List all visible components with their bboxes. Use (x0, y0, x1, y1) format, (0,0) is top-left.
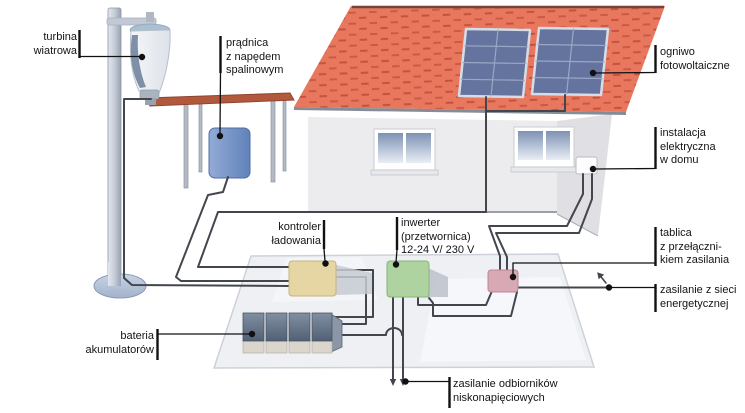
solar-panel (457, 27, 532, 99)
label-line: energetycznej (660, 297, 729, 310)
connection-dot (509, 273, 517, 281)
label-line: z przełączni- (660, 240, 722, 253)
wire-inverter-to-switchpanel-a (417, 290, 493, 306)
connection-dot (138, 53, 146, 61)
connection-dot (589, 69, 597, 77)
label-line: (przetwornica) (401, 230, 471, 243)
label-line: z napędem (226, 50, 281, 63)
battery-cell (288, 312, 311, 354)
battery-cell (242, 312, 265, 354)
label-line: ogniwo (660, 46, 695, 58)
grid-arrow-icon (597, 272, 607, 284)
down-arrow-icon (389, 379, 397, 386)
turbine-axle (146, 12, 154, 22)
solar-panel (530, 26, 610, 97)
label-pv-cell: ogniwo fotowoltaiczne (660, 46, 730, 73)
wire-generator-to-controller (175, 176, 290, 282)
wire-house-to-switchpanel-a (488, 173, 584, 272)
label-line: spalinowym (226, 64, 284, 77)
connection-dot (392, 261, 400, 268)
inverter-shadow (428, 268, 448, 297)
wire-house-to-switchpanel-b (495, 173, 593, 272)
turbine-blade (130, 35, 146, 88)
label-line: prądnica (226, 37, 269, 49)
turbine-mast (107, 7, 122, 287)
table-leg (198, 103, 203, 173)
label-leaders (78, 30, 657, 408)
wind-turbine (93, 7, 171, 299)
battery-cell (311, 312, 333, 354)
turbine-hub-lower (145, 98, 156, 105)
label-line: tablica (660, 227, 692, 239)
label-line: ładowania (271, 234, 321, 247)
battery-cell (265, 312, 288, 354)
window (370, 128, 439, 176)
leader-line (219, 72, 222, 134)
label-line: akumulatorów (85, 343, 154, 356)
label-charge-controller: kontroler ładowania (252, 221, 321, 248)
platform-highlight (420, 277, 586, 362)
turbine-hub (139, 89, 160, 100)
wire-turbine-to-controller (123, 98, 290, 287)
generator-box (208, 127, 251, 179)
leader-line (512, 262, 655, 274)
leader-line (323, 248, 326, 262)
label-line: inwerter (401, 217, 441, 229)
label-generator: prądnica z napędem spalinowym (226, 37, 283, 78)
label-wind-turbine: turbina wiatrowa (8, 31, 77, 58)
label-line: kontroler (278, 221, 321, 233)
connection-dot (589, 165, 597, 173)
table-leg (183, 102, 189, 189)
connection-dot (605, 284, 613, 291)
turbine-mast-foot (108, 262, 121, 286)
leader-line (395, 249, 398, 263)
table-leg (270, 99, 276, 183)
label-line: elektryczna (660, 140, 716, 153)
window (510, 126, 578, 173)
connection-dot (248, 330, 256, 338)
wire-solar-panel-link (485, 94, 566, 112)
label-lv-loads: zasilanie odbiorników niskonapięciowych (453, 378, 558, 405)
wire-solar-to-controller (197, 110, 487, 268)
label-line: niskonapięciowych (453, 391, 545, 404)
battery-end-wedge (330, 313, 343, 353)
charge-controller-box (288, 260, 337, 297)
label-line: zasilanie z sieci (660, 284, 737, 296)
connection-dot (322, 260, 329, 267)
label-battery-bank: bateria akumulatorów (58, 330, 154, 357)
label-line: kiem zasilania (660, 254, 730, 267)
connection-dot (402, 378, 409, 385)
turbine-top-bracket (106, 17, 157, 26)
label-switch-panel: tablica z przełączni- kiem zasilania (660, 227, 729, 268)
battery-bank (242, 312, 343, 354)
label-line: turbina (43, 31, 77, 43)
label-line: zasilanie odbiorników (453, 378, 558, 390)
leader-line (594, 167, 656, 170)
label-line: instalacja (660, 127, 706, 139)
label-line: bateria (120, 330, 154, 342)
connection-dot (216, 132, 224, 140)
leader-line (594, 71, 656, 74)
label-line: fotowoltaiczne (660, 59, 730, 72)
label-line: wiatrowa (33, 44, 77, 57)
table-leg (282, 98, 287, 172)
label-inverter: inwerter (przetwornica) 12-24 V/ 230 V (401, 217, 474, 258)
label-line: 12-24 V/ 230 V (401, 244, 475, 257)
label-grid-supply: zasilanie z sieci energetycznej (660, 284, 736, 311)
house-side-wall-base (556, 213, 599, 237)
label-home-wiring: instalacja elektryczna w domu (660, 127, 716, 168)
controller-shadow (336, 265, 372, 295)
wire-inverter-to-switchpanel-b (428, 291, 518, 317)
roof-eave-shadow (293, 107, 627, 115)
solar-panels (457, 26, 610, 99)
inverter-box (386, 260, 430, 298)
label-line: w domu (660, 154, 699, 167)
